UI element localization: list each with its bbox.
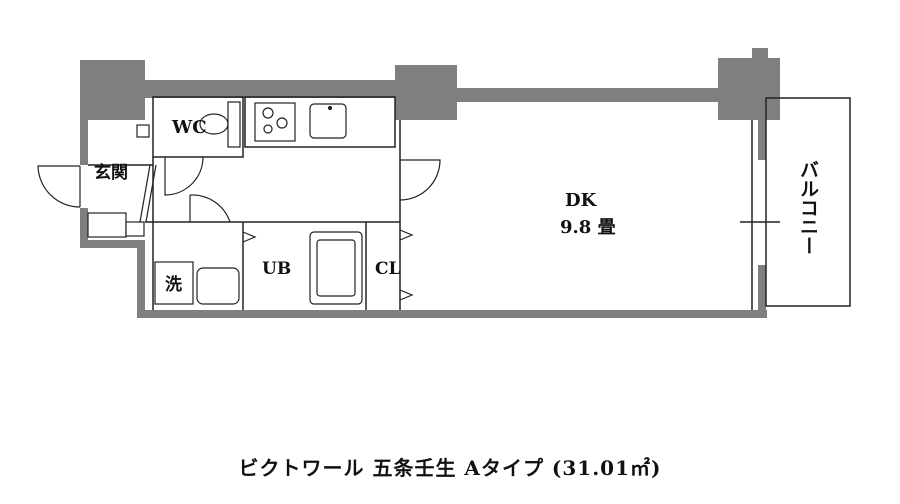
label-dining-kitchen-area: 9.8 畳 [560, 217, 616, 238]
closet-doors [242, 229, 414, 301]
plan-caption: ビクトワール 五条壬生 Aタイプ (31.01㎡) [0, 452, 900, 481]
toilet-fixture [136, 101, 241, 148]
kitchen-sink [309, 103, 347, 139]
bathtub [309, 231, 363, 305]
label-bathroom: UB [262, 259, 291, 279]
label-washroom: 洗 [165, 274, 182, 295]
label-entrance: 玄関 [94, 162, 128, 183]
walls [80, 48, 780, 318]
wash-basin [154, 261, 240, 305]
floor-plan: WC 玄関 洗 UB CL DK 9.8 畳 バルコニー [37, 48, 851, 318]
label-toilet: WC [171, 117, 207, 138]
label-closet: CL [375, 259, 401, 279]
interior-doors [139, 156, 441, 223]
caption-area: (31.01㎡) [551, 456, 662, 480]
kitchen-stove [254, 102, 296, 142]
entrance-door [37, 165, 83, 208]
label-balcony: バルコニー [797, 160, 819, 255]
label-dining-kitchen: DK [565, 190, 598, 211]
shoe-cabinet [87, 212, 145, 238]
balcony-outline [740, 97, 851, 307]
caption-name: ビクトワール 五条壬生 Aタイプ [238, 456, 544, 480]
